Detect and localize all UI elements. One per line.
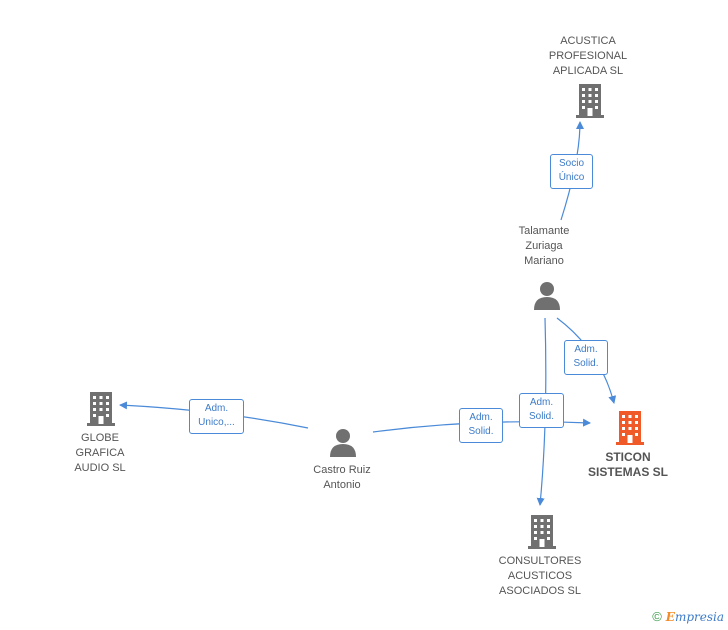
edge-label-talamante-acustica[interactable]: Socio Único	[550, 154, 593, 189]
edge-label-castro-globe[interactable]: Adm. Unico,...	[189, 399, 244, 434]
edge-label-talamante-consultores[interactable]: Adm. Solid.	[519, 393, 564, 428]
brand-name: mpresia	[674, 610, 724, 624]
copyright-symbol: ©	[652, 609, 662, 624]
person-icon	[330, 429, 356, 457]
building-icon	[576, 84, 604, 118]
company-label-sticon[interactable]: STICON SISTEMAS SL	[587, 450, 668, 479]
company-label-consultores[interactable]: CONSULTORES ACUSTICOS ASOCIADOS SL	[498, 555, 582, 597]
brand-initial: E	[665, 610, 675, 624]
edge-label-castro-sticon[interactable]: Adm. Solid.	[459, 408, 503, 443]
person-label-talamante[interactable]: Talamante Zuriaga Mariano	[518, 225, 570, 267]
edge-label-talamante-sticon[interactable]: Adm. Solid.	[564, 340, 608, 375]
building-icon-main	[616, 411, 644, 445]
company-label-acustica[interactable]: ACUSTICA PROFESIONAL APLICADA SL	[548, 35, 628, 77]
person-icon	[534, 282, 560, 310]
empresia-brand[interactable]: ©Empresia	[652, 609, 724, 624]
company-label-globe[interactable]: GLOBE GRAFICA AUDIO SL	[74, 432, 126, 474]
person-label-castro[interactable]: Castro Ruiz Antonio	[313, 464, 371, 491]
building-icon	[87, 392, 115, 426]
building-icon	[528, 515, 556, 549]
